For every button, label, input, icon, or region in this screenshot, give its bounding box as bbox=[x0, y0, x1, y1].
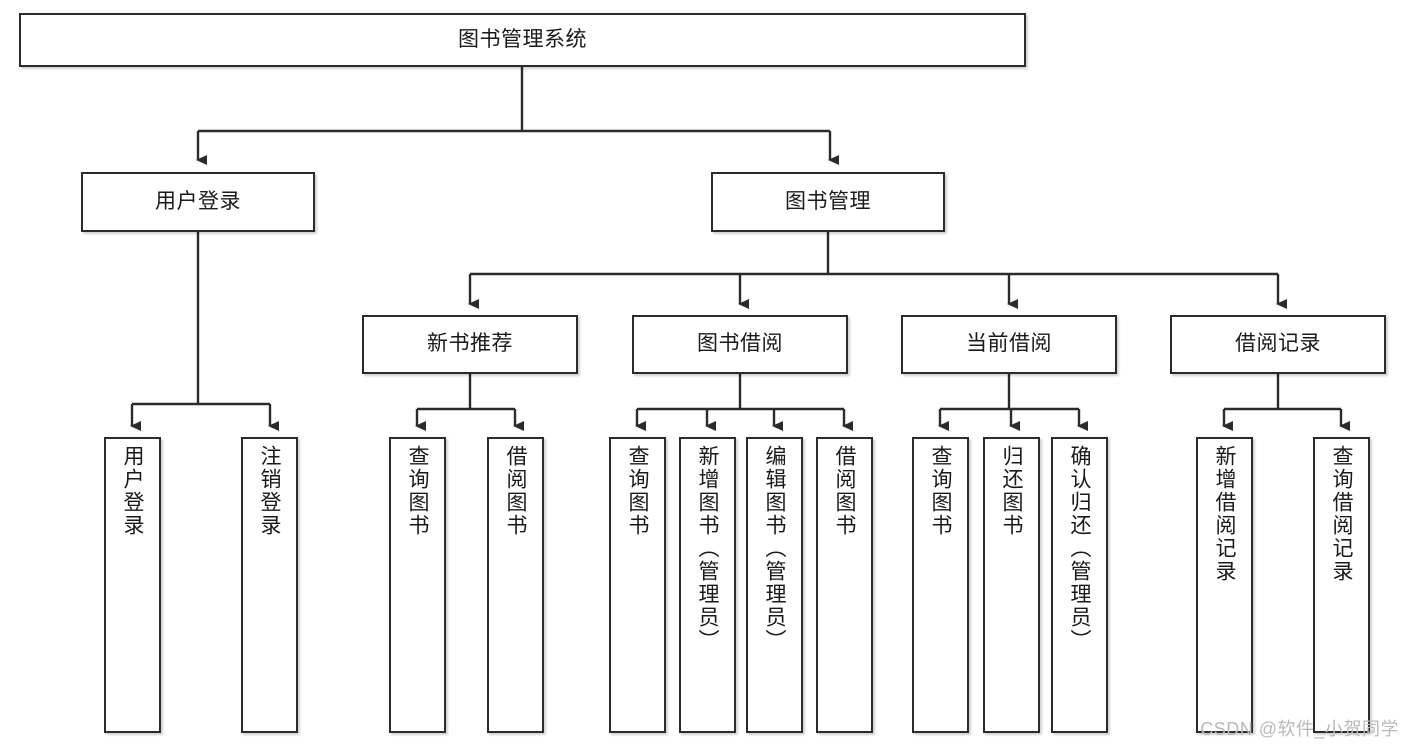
node-book-management[interactable]: 图书管理 bbox=[711, 172, 945, 232]
leaf-query-books-current[interactable]: 查询图书 bbox=[912, 437, 969, 733]
node-borrow-record-label: 借阅记录 bbox=[1235, 332, 1321, 356]
leaf-return-books[interactable]: 归还图书 bbox=[983, 437, 1040, 733]
node-book-borrow-label: 图书借阅 bbox=[697, 332, 783, 356]
leaf-confirm-return-admin-label: 确认归还（管理员） bbox=[1068, 445, 1091, 652]
watermark: CSDN @软件_小贺同学 bbox=[1200, 719, 1399, 739]
leaf-confirm-return-admin[interactable]: 确认归还（管理员） bbox=[1051, 437, 1108, 733]
node-current-borrow[interactable]: 当前借阅 bbox=[901, 315, 1117, 374]
leaf-borrow-books-rec-label: 借阅图书 bbox=[504, 445, 527, 537]
node-new-book-recommend-label: 新书推荐 bbox=[427, 332, 513, 356]
leaf-return-books-label: 归还图书 bbox=[1000, 445, 1023, 537]
leaf-query-books-borrow[interactable]: 查询图书 bbox=[609, 437, 666, 733]
leaf-user-login[interactable]: 用户登录 bbox=[104, 437, 161, 733]
leaf-user-login-label: 用户登录 bbox=[121, 445, 144, 537]
node-borrow-record[interactable]: 借阅记录 bbox=[1170, 315, 1386, 374]
node-user-login[interactable]: 用户登录 bbox=[81, 172, 315, 232]
node-new-book-recommend[interactable]: 新书推荐 bbox=[362, 315, 578, 374]
node-book-management-label: 图书管理 bbox=[785, 189, 871, 213]
leaf-edit-book-admin[interactable]: 编辑图书（管理员） bbox=[746, 437, 803, 733]
leaf-query-borrow-record-label: 查询借阅记录 bbox=[1330, 445, 1353, 583]
leaf-query-books-rec-label: 查询图书 bbox=[406, 445, 429, 537]
leaf-query-books-borrow-label: 查询图书 bbox=[626, 445, 649, 537]
leaf-add-borrow-record[interactable]: 新增借阅记录 bbox=[1196, 437, 1253, 733]
leaf-edit-book-admin-label: 编辑图书（管理员） bbox=[763, 445, 786, 652]
leaf-add-book-admin-label: 新增图书（管理员） bbox=[696, 445, 719, 652]
leaf-user-logout-label: 注销登录 bbox=[258, 445, 281, 537]
leaf-borrow-books-borrow[interactable]: 借阅图书 bbox=[816, 437, 873, 733]
node-user-login-label: 用户登录 bbox=[155, 189, 241, 213]
leaf-query-books-rec[interactable]: 查询图书 bbox=[389, 437, 446, 733]
leaf-query-borrow-record[interactable]: 查询借阅记录 bbox=[1313, 437, 1370, 733]
leaf-borrow-books-borrow-label: 借阅图书 bbox=[833, 445, 856, 537]
leaf-query-books-current-label: 查询图书 bbox=[929, 445, 952, 537]
leaf-add-book-admin[interactable]: 新增图书（管理员） bbox=[679, 437, 736, 733]
node-root[interactable]: 图书管理系统 bbox=[19, 13, 1026, 67]
leaf-add-borrow-record-label: 新增借阅记录 bbox=[1213, 445, 1236, 583]
leaf-user-logout[interactable]: 注销登录 bbox=[241, 437, 298, 733]
leaf-borrow-books-rec[interactable]: 借阅图书 bbox=[487, 437, 544, 733]
node-current-borrow-label: 当前借阅 bbox=[966, 332, 1052, 356]
node-book-borrow[interactable]: 图书借阅 bbox=[632, 315, 848, 374]
node-root-label: 图书管理系统 bbox=[458, 27, 587, 51]
